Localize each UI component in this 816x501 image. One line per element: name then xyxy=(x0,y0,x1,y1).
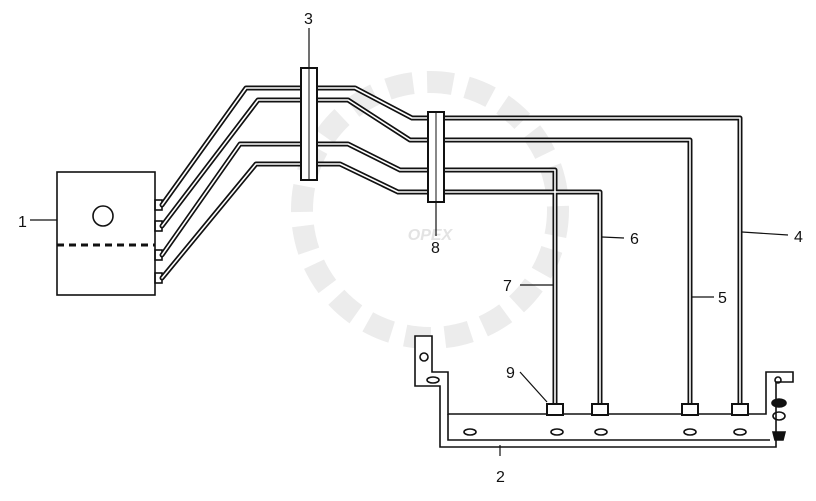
valve-block xyxy=(56,171,163,296)
callout-3: 3 xyxy=(304,11,313,28)
valve-port-circle xyxy=(92,205,114,227)
mounting-bracket xyxy=(414,335,794,448)
bracket-hole-top xyxy=(419,352,429,362)
fitting-9c xyxy=(681,403,699,416)
washer-2 xyxy=(772,411,786,421)
hose-clamp-8 xyxy=(427,111,445,203)
hose-clamp-3 xyxy=(300,67,318,181)
callout-4: 4 xyxy=(794,229,803,246)
fitting-9a xyxy=(546,403,564,416)
watermark-text: OPEX xyxy=(408,227,454,244)
callouts: 1 2 3 4 5 6 7 8 9 xyxy=(18,11,803,486)
valve-block-body xyxy=(56,171,156,296)
hose-7 xyxy=(159,141,558,408)
bracket-body xyxy=(414,335,794,448)
callout-9: 9 xyxy=(506,365,515,382)
hose-4 xyxy=(159,85,743,408)
nut xyxy=(771,431,787,441)
callout-5: 5 xyxy=(718,290,727,307)
callout-6: 6 xyxy=(630,231,639,248)
washer-1 xyxy=(771,398,787,408)
hose-fittings xyxy=(546,403,749,416)
leader-lines xyxy=(30,28,789,456)
callout-7: 7 xyxy=(503,278,512,295)
bracket-hole-left xyxy=(426,376,440,384)
callout-2: 2 xyxy=(496,469,505,486)
fitting-9b xyxy=(591,403,609,416)
fitting-9d xyxy=(731,403,749,416)
callout-8: 8 xyxy=(431,240,440,257)
bolt-head xyxy=(774,376,782,384)
hoses xyxy=(159,85,743,408)
bracket-flange xyxy=(447,414,770,441)
callout-1: 1 xyxy=(18,214,27,231)
